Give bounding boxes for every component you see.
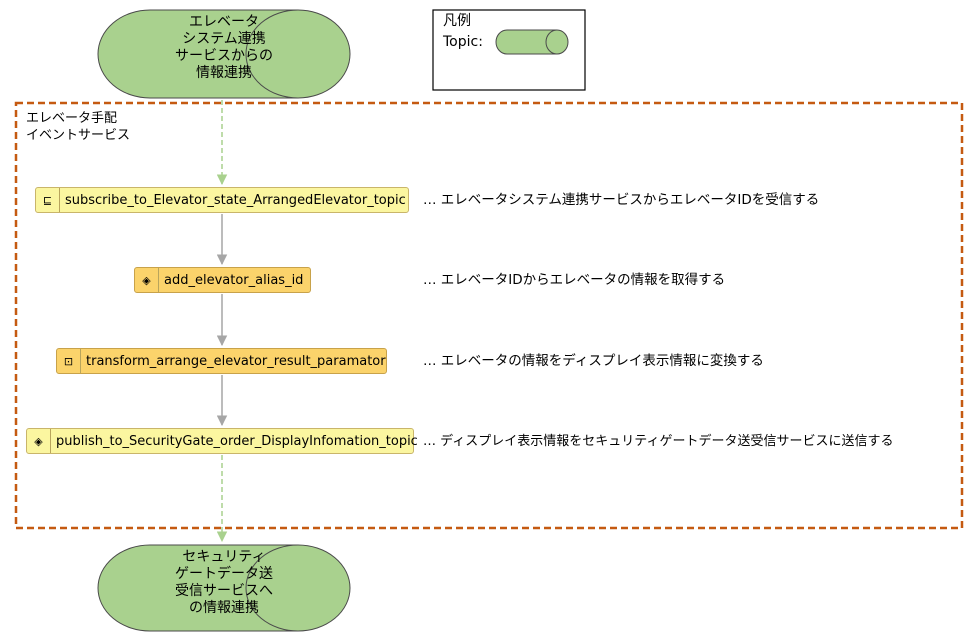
legend-topic-cylinder [495,29,569,55]
service-label: エレベータ手配 イベントサービス [26,111,131,143]
step-label: add_elevator_alias_id [164,272,304,288]
legend-topic-label: Topic: [443,34,483,50]
step-label: transform_arrange_elevator_result_parama… [86,353,386,369]
step-add-alias[interactable]: ◈ add_elevator_alias_id [134,267,311,293]
service-boundary [14,101,964,530]
decision-diamond-icon: ◈ [135,268,159,292]
publish-diamond-icon: ◈ [27,429,51,453]
step-description: … ディスプレイ表示情報をセキュリティゲートデータ送受信サービスに送信する [423,434,894,449]
target-topic-cylinder [97,544,351,632]
step-publish[interactable]: ◈ publish_to_SecurityGate_order_DisplayI… [26,428,418,454]
legend-title: 凡例 [443,13,471,29]
target-topic-label: セキュリティ ゲートデータ送 受信サービスへ の情報連携 [175,549,273,616]
step-description: … エレベータシステム連携サービスからエレベータIDを受信する [423,192,820,208]
source-topic-label: エレベータ システム連携 サービスからの 情報連携 [175,14,273,81]
step-subscribe[interactable]: ⊑ subscribe_to_Elevator_state_ArrangedEl… [35,187,409,213]
step-description: … エレベータの情報をディスプレイ表示情報に変換する [423,353,764,369]
step-transform[interactable]: ⊡ transform_arrange_elevator_result_para… [56,348,387,374]
transform-icon: ⊡ [57,349,81,373]
subscribe-icon: ⊑ [36,188,60,212]
source-topic-cylinder [97,9,351,99]
step-description: … エレベータIDからエレベータの情報を取得する [423,272,726,288]
step-label: publish_to_SecurityGate_order_DisplayInf… [56,433,418,449]
step-label: subscribe_to_Elevator_state_ArrangedElev… [65,192,406,208]
